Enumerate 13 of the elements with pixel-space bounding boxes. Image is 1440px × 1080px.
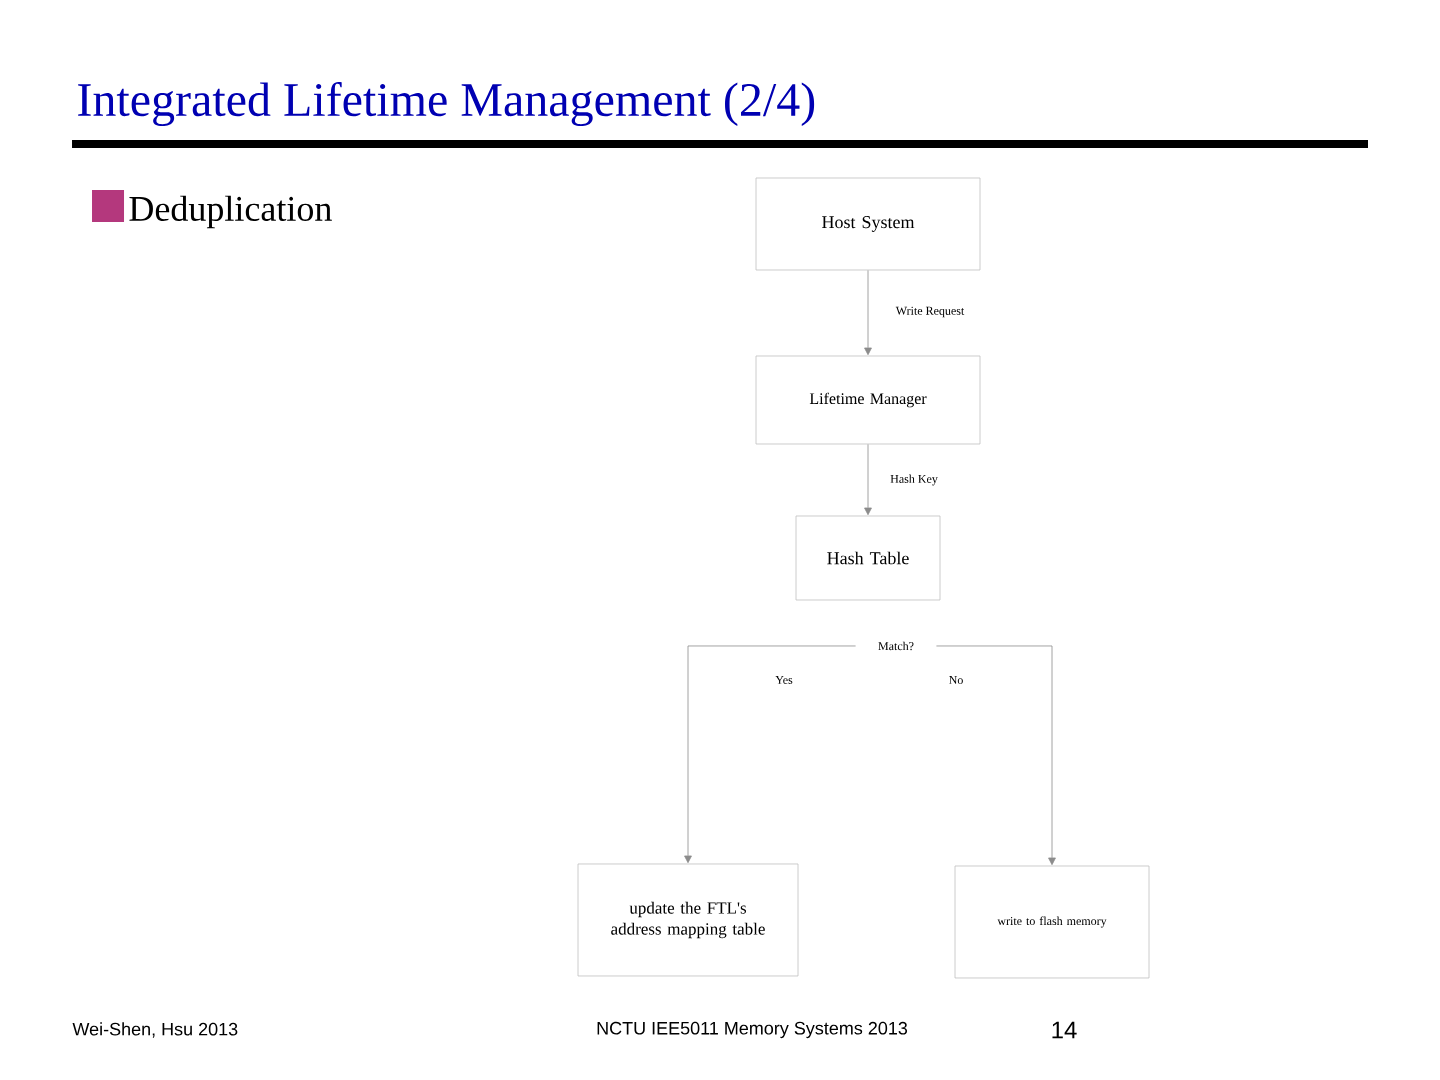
arrow xyxy=(936,645,1056,866)
footer-text: Wei-Shen, Hsu 2013 xyxy=(72,1022,238,1038)
footer-text: NCTU IEE5011 Memory Systems 2013 xyxy=(597,1021,908,1039)
arrow xyxy=(864,444,872,516)
process-box: update the FTL's address mapping table xyxy=(577,863,799,977)
page-number: 14 xyxy=(1052,1021,1077,1039)
process-box: Hash Table xyxy=(795,515,941,601)
bullet-text: Deduplication xyxy=(129,195,332,229)
title: Integrated Lifetime Management (2/4) xyxy=(78,81,815,127)
process-box: Host System xyxy=(755,177,981,271)
arrow xyxy=(684,645,856,864)
process-box: Lifetime Manager xyxy=(755,355,981,445)
arrow xyxy=(864,270,872,356)
